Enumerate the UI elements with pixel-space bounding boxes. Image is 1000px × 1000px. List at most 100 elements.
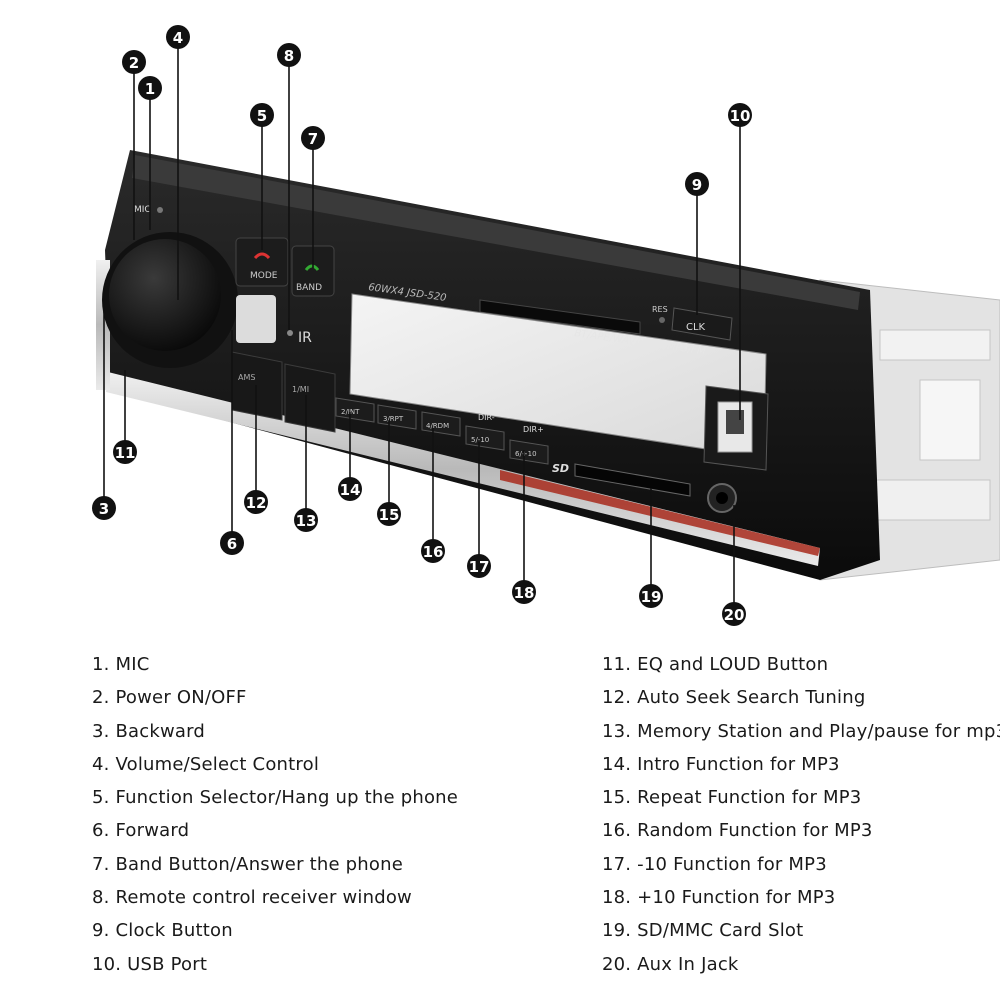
callout-number: 11 xyxy=(115,444,136,462)
callout-marker xyxy=(277,43,301,67)
callout-number: 5 xyxy=(257,107,267,125)
legend-item: 9. Clock Button xyxy=(92,920,233,942)
callout-number: 9 xyxy=(692,176,702,194)
legend-item: 19. SD/MMC Card Slot xyxy=(602,920,804,942)
callout-marker xyxy=(92,496,116,520)
callout-number: 1 xyxy=(145,80,155,98)
legend-item: 1. MIC xyxy=(92,654,150,675)
callout-5: 5 xyxy=(250,103,274,127)
callout-number: 18 xyxy=(514,584,535,602)
callout-number: 14 xyxy=(340,481,361,499)
legend-item: 18. +10 Function for MP3 xyxy=(602,887,836,909)
clock-button[interactable]: CLK xyxy=(671,307,733,341)
legend-item: 5. Function Selector/Hang up the phone xyxy=(92,787,459,809)
minus10-button[interactable]: DIR- 5/-10 xyxy=(465,413,505,451)
legend-item: 12. Auto Seek Search Tuning xyxy=(602,687,866,709)
legend-item: 17. -10 Function for MP3 xyxy=(602,853,827,875)
sd-card-slot[interactable] xyxy=(574,463,691,497)
mic-hole xyxy=(157,207,163,213)
hang-up-icon xyxy=(253,252,271,260)
callout-marker xyxy=(685,172,709,196)
callout-9: 9 xyxy=(685,172,709,196)
callout-8: 8 xyxy=(277,43,301,67)
callout-6: 6 xyxy=(220,531,244,555)
ams-label: AMS xyxy=(238,373,255,382)
legend-item: 4. Volume/Select Control xyxy=(92,753,320,775)
mode-label: MODE xyxy=(250,271,278,281)
aux-jack[interactable] xyxy=(707,483,737,513)
legend-item: 15. Repeat Function for MP3 xyxy=(602,787,862,809)
volume-knob[interactable] xyxy=(102,232,238,368)
callout-13: 13 xyxy=(294,508,318,532)
callout-3: 3 xyxy=(92,496,116,520)
res-label: RES xyxy=(652,305,668,314)
callout-17: 17 xyxy=(467,554,491,578)
callout-number: 6 xyxy=(227,535,237,553)
callout-marker xyxy=(377,502,401,526)
callout-7: 7 xyxy=(301,126,325,150)
callout-number: 16 xyxy=(423,543,444,561)
callout-10: 10 xyxy=(728,103,752,127)
callout-12: 12 xyxy=(244,490,268,514)
btn5-top: DIR- xyxy=(478,413,495,422)
callout-number: 19 xyxy=(641,588,662,606)
legend-item: 8. Remote control receiver window xyxy=(92,887,412,909)
callout-4: 4 xyxy=(166,25,190,49)
btn6-top: DIR+ xyxy=(523,425,544,434)
ir-label: IR xyxy=(298,330,312,346)
callout-19: 19 xyxy=(639,584,663,608)
callout-number: 3 xyxy=(99,500,109,518)
callout-number: 2 xyxy=(129,54,139,72)
ams-button[interactable]: AMS xyxy=(231,351,283,421)
callout-18: 18 xyxy=(512,580,536,604)
plus10-button[interactable]: DIR+ 6/+10 xyxy=(509,425,549,465)
mem-label: 1/MI xyxy=(292,385,309,394)
callout-marker xyxy=(122,50,146,74)
usb-port[interactable] xyxy=(703,385,769,471)
callout-marker xyxy=(138,76,162,100)
callout-marker xyxy=(512,580,536,604)
ir-window: IR xyxy=(236,295,312,346)
legend-item: 16. Random Function for MP3 xyxy=(602,820,873,842)
btn6-label: 6/+10 xyxy=(515,450,537,458)
callout-number: 13 xyxy=(296,512,317,530)
callout-number: 10 xyxy=(730,107,751,125)
callout-14: 14 xyxy=(338,477,362,501)
legend-right: 11. EQ and LOUD Button 12. Auto Seek Sea… xyxy=(602,648,1000,981)
sd-logo: SD xyxy=(552,462,569,475)
band-label: BAND xyxy=(296,283,322,293)
callout-marker xyxy=(338,477,362,501)
callout-20: 20 xyxy=(722,602,746,626)
callout-number: 20 xyxy=(724,606,745,624)
repeat-button[interactable]: 3/RPT xyxy=(377,404,417,430)
callout-marker xyxy=(220,531,244,555)
cd-slot xyxy=(479,299,641,335)
callout-marker xyxy=(294,508,318,532)
callout-marker xyxy=(639,584,663,608)
callout-11: 11 xyxy=(113,440,137,464)
legend-left: 1. MIC 2. Power ON/OFF 3. Backward 4. Vo… xyxy=(92,648,458,981)
callout-marker xyxy=(166,25,190,49)
callout-number: 12 xyxy=(246,494,267,512)
memory-play-button[interactable]: 1/MI xyxy=(284,363,336,433)
legend-item: 6. Forward xyxy=(92,820,190,842)
callout-number: 4 xyxy=(173,29,183,47)
callout-15: 15 xyxy=(377,502,401,526)
legend-item: 20. Aux In Jack xyxy=(602,953,739,975)
btn5-label: 5/-10 xyxy=(471,436,489,444)
legend-item: 3. Backward xyxy=(92,720,206,742)
callout-1: 1 xyxy=(138,76,162,100)
reset-pinhole[interactable] xyxy=(659,317,665,323)
callout-marker xyxy=(244,490,268,514)
callout-marker xyxy=(421,539,445,563)
callout-16: 16 xyxy=(421,539,445,563)
callout-marker xyxy=(722,602,746,626)
random-button[interactable]: 4/RDM xyxy=(421,411,461,437)
answer-phone-icon xyxy=(304,264,320,271)
legend-item: 14. Intro Function for MP3 xyxy=(602,753,840,775)
mic-label: MIC xyxy=(134,205,151,215)
callout-marker xyxy=(728,103,752,127)
callout-number: 7 xyxy=(308,130,318,148)
callout-number: 15 xyxy=(379,506,400,524)
clk-label: CLK xyxy=(686,322,706,333)
